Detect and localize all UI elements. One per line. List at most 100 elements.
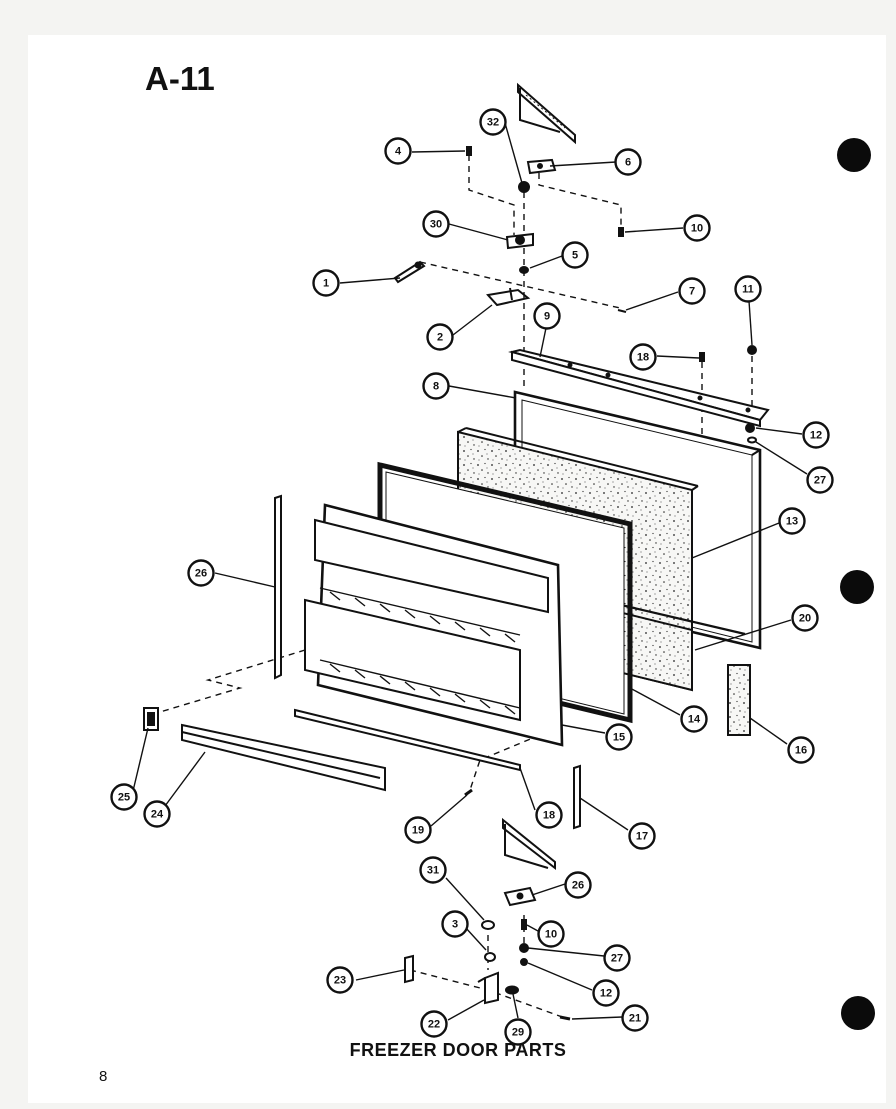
callout-label: 16: [795, 745, 807, 757]
trim-17: [573, 764, 581, 830]
callout-12-bottom: 12: [592, 979, 620, 1007]
callout-circle: [326, 966, 354, 994]
hinge-pin-30: [505, 232, 534, 250]
callout-12-top: 12: [802, 421, 830, 449]
screw-10-bottom: [521, 919, 527, 930]
callout-circle: [384, 137, 412, 165]
callout-circle: [441, 910, 469, 938]
punch-hole-top: [837, 138, 871, 172]
callout-5: 5: [561, 241, 589, 269]
callout-label: 25: [118, 792, 130, 804]
callout-circle: [683, 214, 711, 242]
callout-15: 15: [605, 723, 633, 751]
callout-23: 23: [326, 966, 354, 994]
washer-29: [505, 985, 519, 995]
callout-circle: [535, 801, 563, 829]
callout-circle: [422, 372, 450, 400]
callout-3: 3: [441, 910, 469, 938]
callout-label: 13: [786, 516, 798, 528]
callout-circle: [592, 979, 620, 1007]
diagram-sheet-id: A-11: [145, 60, 215, 97]
punch-hole-bottom: [841, 996, 875, 1030]
callout-21: 21: [621, 1004, 649, 1032]
callout-label: 32: [487, 117, 499, 129]
callout-circle: [187, 559, 215, 587]
bushing-32: [518, 181, 530, 193]
top-door-corner: [517, 82, 576, 145]
callout-circle: [680, 705, 708, 733]
callout-label: 27: [814, 475, 826, 487]
callout-8: 8: [422, 372, 450, 400]
callout-29: 29: [504, 1018, 532, 1046]
callout-7: 7: [678, 277, 706, 305]
callout-label: 8: [433, 381, 439, 393]
callout-circle: [778, 507, 806, 535]
shim-23: [404, 954, 414, 984]
callout-circle: [479, 108, 507, 136]
callout-31: 31: [419, 856, 447, 884]
callout-label: 23: [334, 975, 346, 987]
side-trim-26-left: [274, 494, 282, 680]
callout-label: 26: [195, 568, 207, 580]
callout-label: 1: [323, 278, 329, 290]
washer-27-bottom: [519, 943, 529, 953]
callout-circle: [628, 822, 656, 850]
callout-circle: [806, 466, 834, 494]
screw-12-bottom: [520, 958, 528, 966]
callout-circle: [614, 148, 642, 176]
hinge-plate-26-bottom: [503, 886, 537, 907]
callout-circle: [537, 920, 565, 948]
screw-4: [466, 146, 472, 156]
callout-label: 20: [799, 613, 811, 625]
screw-10-top: [618, 227, 624, 237]
callout-20: 20: [791, 604, 819, 632]
callout-label: 12: [600, 988, 612, 1000]
bottom-door-corner: [502, 817, 556, 871]
callout-label: 29: [512, 1027, 524, 1039]
callout-19: 19: [404, 816, 432, 844]
callout-label: 15: [613, 732, 625, 744]
callout-10-top: 10: [683, 214, 711, 242]
callout-circle: [426, 323, 454, 351]
callout-circle: [791, 604, 819, 632]
callout-circle: [802, 421, 830, 449]
callout-label: 21: [629, 1013, 641, 1025]
callout-1: 1: [312, 269, 340, 297]
callout-26-left: 26: [187, 559, 215, 587]
callout-circle: [603, 944, 631, 972]
inner-door-liner-15: [304, 503, 564, 747]
callout-circle: [564, 871, 592, 899]
punch-hole-middle: [840, 570, 874, 604]
callout-circle: [621, 1004, 649, 1032]
callout-circle: [143, 800, 171, 828]
callout-27-bottom: 27: [603, 944, 631, 972]
callout-label: 7: [689, 286, 695, 298]
callout-label: 11: [742, 284, 754, 296]
callout-circle: [404, 816, 432, 844]
screw-12-top: [745, 423, 755, 433]
callout-label: 27: [611, 953, 623, 965]
callout-label: 31: [427, 865, 439, 877]
callout-circle: [419, 856, 447, 884]
washer-27-top: [747, 436, 757, 444]
callout-label: 10: [545, 929, 557, 941]
callout-27-top: 27: [806, 466, 834, 494]
cap-11: [747, 345, 757, 355]
callout-10-bottom: 10: [537, 920, 565, 948]
callout-32: 32: [479, 108, 507, 136]
callout-label: 10: [691, 223, 703, 235]
top-hinge-plate-9: [508, 348, 770, 428]
callout-circle: [629, 343, 657, 371]
callout-circle: [787, 736, 815, 764]
callout-circle: [605, 723, 633, 751]
screw-7: [617, 309, 627, 313]
leader-lines: [132, 122, 808, 1021]
screw-18-top: [699, 352, 705, 362]
callout-label: 22: [428, 1019, 440, 1031]
callout-label: 3: [452, 919, 458, 931]
bushing-31: [481, 920, 495, 930]
callout-22: 22: [420, 1010, 448, 1038]
